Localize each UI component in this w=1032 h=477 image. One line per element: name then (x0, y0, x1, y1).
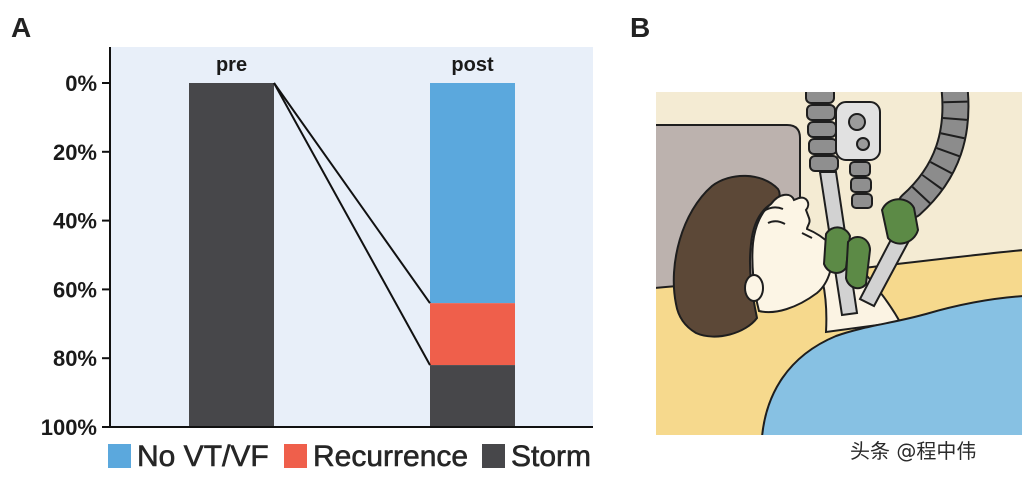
panel-b-label: B (630, 12, 651, 43)
gripper-right (880, 198, 920, 245)
bar-post-storm (430, 365, 515, 427)
gripper-left-b (844, 235, 872, 290)
stacked-bar-chart: pre post 0% 20% 40% 60% 80% 100% (41, 47, 593, 440)
legend-label-recurrence: Recurrence (313, 440, 469, 474)
patient-ear (744, 274, 764, 302)
panel-a-label: A (11, 12, 32, 43)
patient-eye (767, 220, 786, 225)
category-label-pre: pre (216, 54, 247, 76)
legend-swatch-storm (482, 444, 505, 468)
y-tick-label: 60% (53, 277, 97, 302)
watermark-text: 头条 @程中伟 (850, 439, 977, 463)
y-tick-label: 80% (53, 346, 97, 371)
y-tick-label: 0% (65, 71, 97, 96)
robotic-arm-left (805, 92, 881, 317)
legend-label-no-vt-vf: No VT/VF (137, 440, 269, 474)
patient-gown (761, 295, 1022, 435)
bar-post-no-vt-vf (430, 83, 515, 304)
legend-swatch-recurrence (284, 444, 307, 468)
robot-joint-plate (835, 101, 881, 161)
legend-label-storm: Storm (511, 440, 592, 474)
patient-mouth (801, 232, 813, 239)
connector-line (273, 82, 431, 304)
bar-pre-storm (189, 83, 274, 427)
plot-background (110, 47, 593, 427)
patient-eyebrow (763, 206, 784, 212)
robotic-arm-right (858, 92, 970, 308)
y-tick-label: 40% (53, 209, 97, 234)
y-tick-label: 100% (41, 415, 97, 440)
y-tick-label: 20% (53, 140, 97, 165)
connector-line (273, 82, 431, 366)
panel-b-illustration (656, 92, 1022, 435)
legend-swatch-no-vt-vf (108, 444, 131, 468)
bar-post-recurrence (430, 303, 515, 366)
category-label-post: post (451, 54, 494, 76)
